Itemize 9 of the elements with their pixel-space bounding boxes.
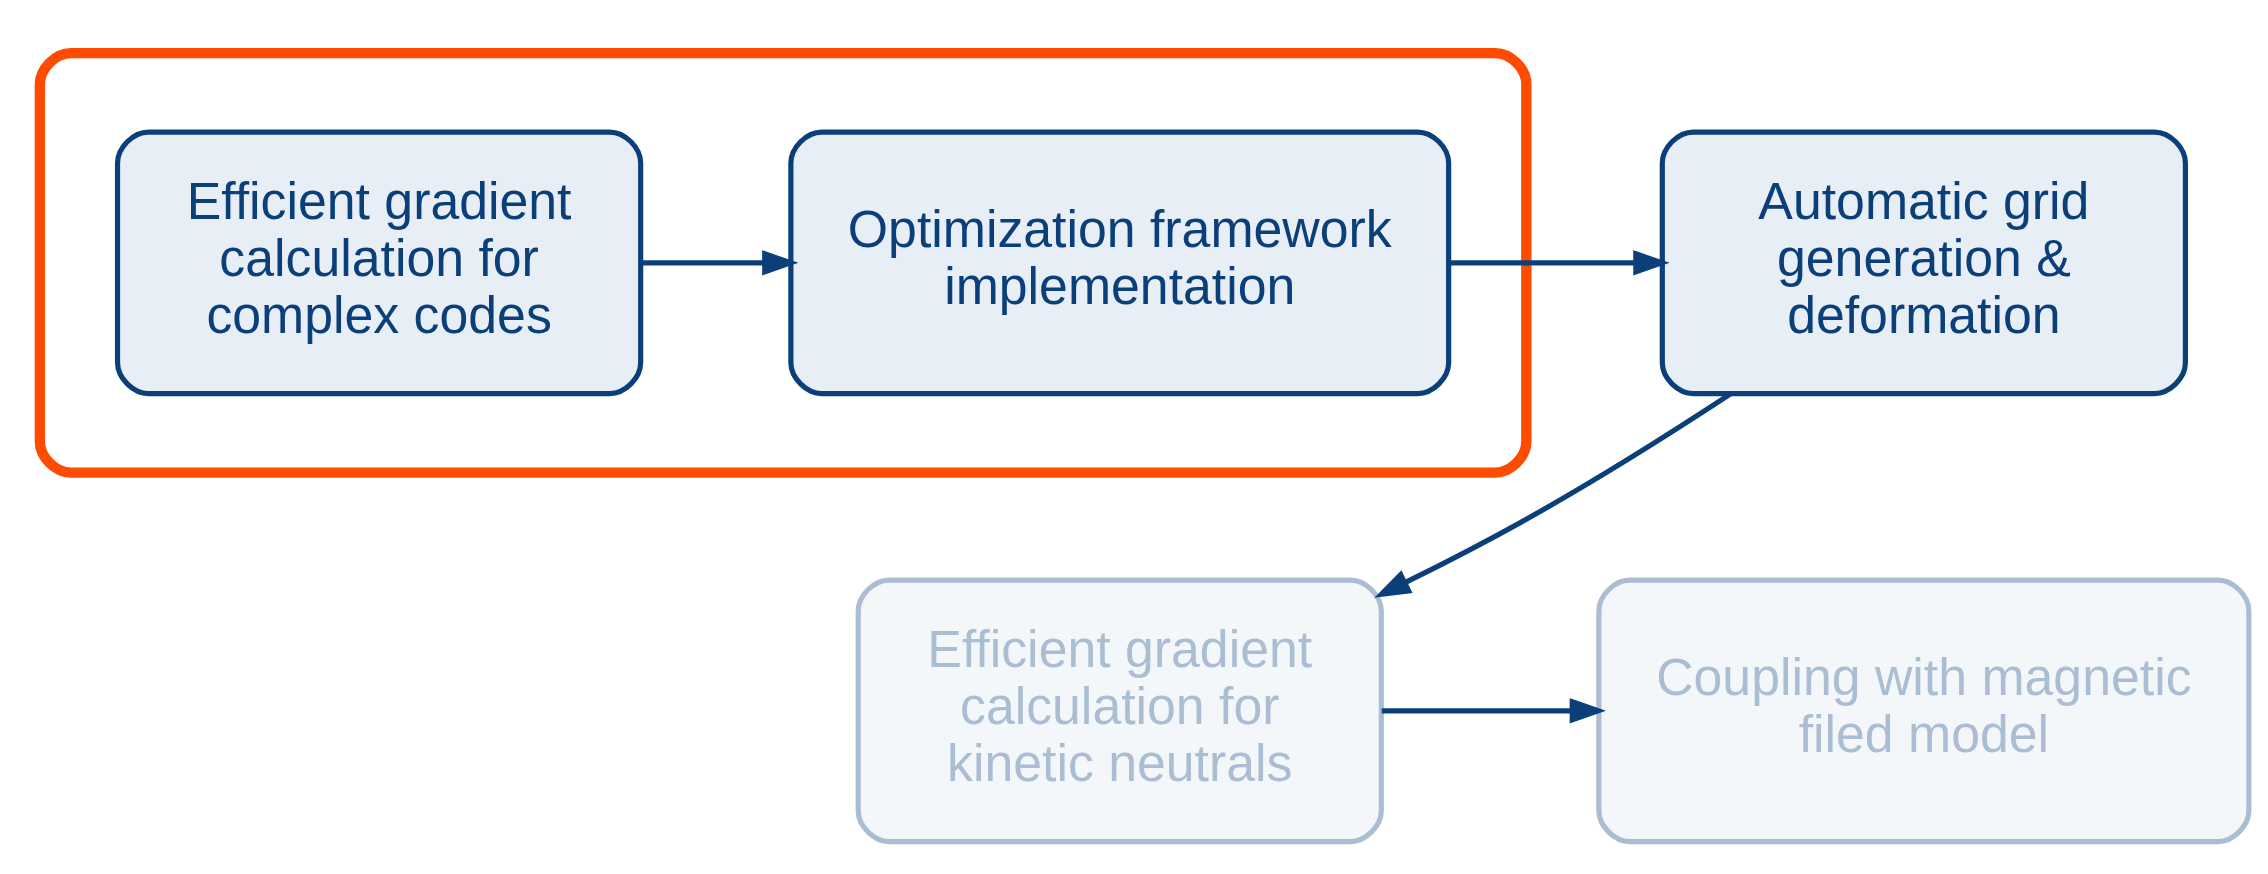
node-box: Optimization framework implementation [788,129,1452,397]
cluster [34,47,1532,478]
node-box: Coupling with magnetic filed model [1596,577,2252,845]
node-box: Automatic grid generation & deformation [1659,129,2188,397]
node-box: Efficient gradient calculation for complex codes [114,129,644,397]
node-box: Efficient gradient calculation for kinetic neutrals [855,577,1384,845]
arrow [1449,250,1670,276]
arrow [1381,698,1606,724]
arrow [641,250,799,276]
